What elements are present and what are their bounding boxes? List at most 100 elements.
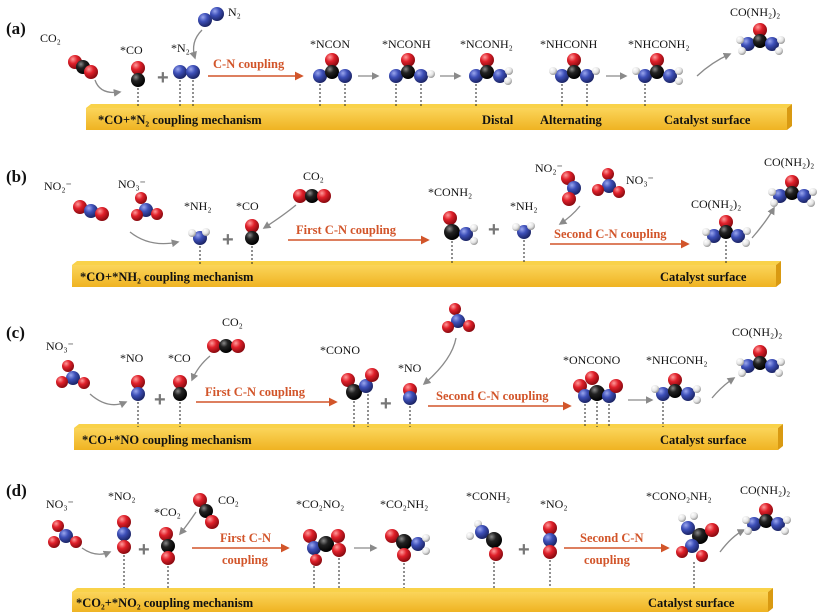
species-conh2-d: *CONH₂ [466,489,510,503]
mechanism-label-b: *CO+*NH₂ coupling mechanism [80,270,254,284]
nh2-adsorbed-b2 [512,222,535,264]
first-coupling-label-d1: First C-N [220,531,271,545]
catalyst-bar-a [86,104,792,130]
species-n2-gas-a: N₂ [228,5,241,19]
species-no2-d1: *NO₂ [108,489,136,503]
catalyst-surface-label-d: Catalyst surface [648,596,735,610]
species-urea-b: CO(NH₂)₂ [764,155,814,169]
n2-adsorbed-a [173,65,200,107]
species-nh2-b1: *NH₂ [184,199,212,213]
co2-molecule-b [293,189,331,203]
species-co2no2: *CO₂NO₂ [296,497,344,511]
urea-molecule-c [736,345,785,377]
no2-molecule-b2 [561,171,581,206]
plus-sign: + [518,539,530,561]
second-coupling-label-c: Second C-N coupling [436,389,549,403]
arrow-nox-to-nh2 [129,231,180,248]
panel-a-label: (a) [6,19,26,38]
species-co2-d: CO₂ [218,493,239,507]
species-conh2-b: *CONH₂ [428,185,472,199]
co2nh2-molecule [385,529,430,588]
panel-b: (b) *CO+*NH₂ coupling mechanism Catalyst… [6,155,817,287]
species-no2-b: NO₂⁻ [44,179,72,193]
panel-c: (c) *CO+*NO coupling mechanism Catalyst … [6,303,785,450]
species-onocono: *ONCONO [563,353,621,367]
urea-adsorbed-b [702,215,751,264]
first-coupling-label-d2: coupling [222,553,269,567]
arrow-desorb-b [751,206,775,239]
species-cono2nh2: *CONO₂NH₂ [646,489,712,503]
catalyst-bar-b [72,261,781,287]
co-adsorbed-c [173,375,187,427]
species-cono: *CONO [320,343,360,357]
species-co2-a: CO₂ [40,31,61,45]
species-nh2-b2: *NH₂ [510,199,538,213]
n2-gas-a [198,7,224,27]
species-no-c2: *NO [398,361,422,375]
co2no2-molecule [303,529,346,588]
catalyst-bar-c [74,424,783,450]
first-coupling-label-c: First C-N coupling [205,385,306,399]
nhconh2-molecule-a [632,53,683,107]
conh2-molecule-b [443,211,478,264]
co2-molecule-d [193,493,219,529]
arrow-no3-to-no2-d [81,547,112,559]
no3-molecule-b2 [592,168,625,198]
first-coupling-label-b: First C-N coupling [296,223,397,237]
species-nhconh2-a: *NHCONH₂ [628,37,690,51]
mechanism-label-d: *CO₂+*NO₂ coupling mechanism [76,596,254,610]
no-adsorbed-c2 [403,383,417,427]
arrow-desorb-d [719,529,746,553]
species-nconh2: *NCONH₂ [460,37,513,51]
no3-molecule-d [48,520,82,548]
species-co-a: *CO [120,43,143,57]
panel-d: (d) *CO₂+*NO₂ coupling mechanism Catalys… [6,481,791,612]
co-adsorbed-a [131,61,145,107]
no2-adsorbed-d1 [117,515,131,588]
arrow-co2-to-co-a [94,79,122,97]
species-no2-d2: *NO₂ [540,497,568,511]
co-adsorbed-b [245,219,259,264]
arrow-no3-to-no [89,393,128,409]
species-no3-d: NO₃⁻ [46,497,74,511]
arrow-nox-to-nh2-b2 [558,205,581,225]
species-co2-c: CO₂ [222,315,243,329]
panel-c-label: (c) [6,323,25,342]
no3-molecule-c2 [442,303,475,333]
species-urea-a: CO(NH₂)₂ [730,5,780,19]
cono2nh2-molecule [676,512,719,588]
nconh-molecule [389,53,435,107]
species-co2-b: CO₂ [303,169,324,183]
plus-sign: + [157,67,169,89]
species-co2nh2: *CO₂NH₂ [380,497,428,511]
urea-molecule-b [768,175,817,207]
plus-sign: + [222,229,234,251]
no-adsorbed-c1 [131,375,145,427]
catalyst-bar-d [72,588,773,612]
arrow-no3-to-no-c2 [422,337,457,386]
no2-adsorbed-d2 [543,521,557,588]
second-coupling-label-d2: coupling [584,553,631,567]
catalyst-surface-label-a: Catalyst surface [664,113,751,127]
urea-molecule-d [742,503,791,535]
urea-molecule-a [736,23,785,55]
species-urea-d: CO(NH₂)₂ [740,483,790,497]
plus-sign: + [380,393,392,415]
arrow-n2-adsorb-a [189,29,203,60]
species-ncon: *NCON [310,37,350,51]
arrow-desorb-c [711,377,736,399]
species-nhconh2-c: *NHCONH₂ [646,353,708,367]
species-n2-ads-a: *N₂ [171,41,190,55]
second-coupling-label-d1: Second C-N [580,531,644,545]
conh2-molecule-d [466,520,503,588]
species-no3-c: NO₃⁻ [46,339,74,353]
species-nhconh: *NHCONH [540,37,598,51]
nconh2-molecule [469,53,513,107]
co2-molecule-c [207,339,245,353]
panel-b-label: (b) [6,167,27,186]
species-urea-c: CO(NH₂)₂ [732,325,782,339]
cono-molecule [341,368,379,427]
arrow-desorb-a [696,52,732,77]
